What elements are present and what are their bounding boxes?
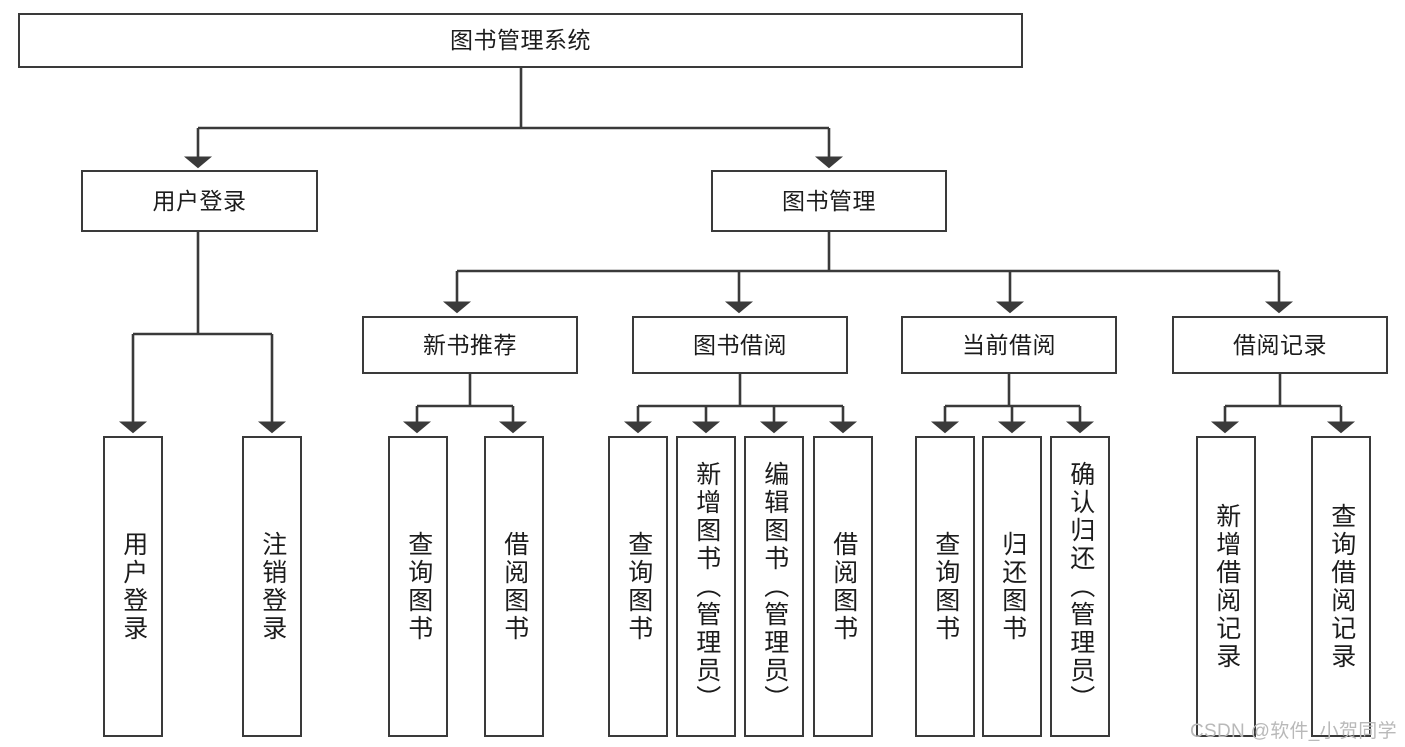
node-label: 借阅图书	[829, 530, 858, 643]
node-book-borrow[interactable]: 图书借阅	[632, 316, 848, 374]
leaf-query-book-current[interactable]: 查询图书	[915, 436, 975, 737]
node-label: 用户登录	[152, 187, 247, 214]
node-label: 图书借阅	[693, 331, 787, 358]
node-label: 归还图书	[998, 530, 1027, 643]
leaf-return-book[interactable]: 归还图书	[982, 436, 1042, 737]
leaf-add-borrow-record[interactable]: 新增借阅记录	[1196, 436, 1256, 737]
node-label: 当前借阅	[962, 331, 1056, 358]
leaf-user-login[interactable]: 用户登录	[103, 436, 163, 737]
node-user-login[interactable]: 用户登录	[81, 170, 318, 232]
leaf-edit-book-admin[interactable]: 编辑图书（管理员）	[744, 436, 804, 737]
node-label: 注销登录	[258, 530, 287, 643]
node-label: 新增图书（管理员）	[692, 460, 721, 713]
node-label: 图书管理系统	[450, 27, 591, 54]
leaf-confirm-return-admin[interactable]: 确认归还（管理员）	[1050, 436, 1110, 737]
node-borrow-record[interactable]: 借阅记录	[1172, 316, 1388, 374]
node-current-borrow[interactable]: 当前借阅	[901, 316, 1117, 374]
node-label: 查询图书	[624, 530, 653, 643]
leaf-query-book-recommend[interactable]: 查询图书	[388, 436, 448, 737]
node-label: 新增借阅记录	[1212, 502, 1241, 671]
node-label: 借阅记录	[1233, 331, 1327, 358]
node-label: 查询借阅记录	[1327, 502, 1356, 671]
node-book-management[interactable]: 图书管理	[711, 170, 947, 232]
leaf-borrow-book[interactable]: 借阅图书	[813, 436, 873, 737]
leaf-query-book-borrow[interactable]: 查询图书	[608, 436, 668, 737]
node-new-book-recommend[interactable]: 新书推荐	[362, 316, 578, 374]
node-label: 用户登录	[119, 530, 148, 643]
leaf-borrow-book-recommend[interactable]: 借阅图书	[484, 436, 544, 737]
leaf-query-borrow-record[interactable]: 查询借阅记录	[1311, 436, 1371, 737]
watermark-text: CSDN @软件_小贺同学	[1190, 721, 1397, 742]
node-label: 图书管理	[782, 187, 876, 214]
node-label: 新书推荐	[423, 331, 517, 358]
leaf-add-book-admin[interactable]: 新增图书（管理员）	[676, 436, 736, 737]
node-label: 查询图书	[931, 530, 960, 643]
node-label: 确认归还（管理员）	[1066, 460, 1095, 713]
node-label: 查询图书	[404, 530, 433, 643]
node-root-book-management-system[interactable]: 图书管理系统	[18, 13, 1023, 68]
node-label: 借阅图书	[500, 530, 529, 643]
node-label: 编辑图书（管理员）	[760, 460, 789, 713]
leaf-user-logout[interactable]: 注销登录	[242, 436, 302, 737]
